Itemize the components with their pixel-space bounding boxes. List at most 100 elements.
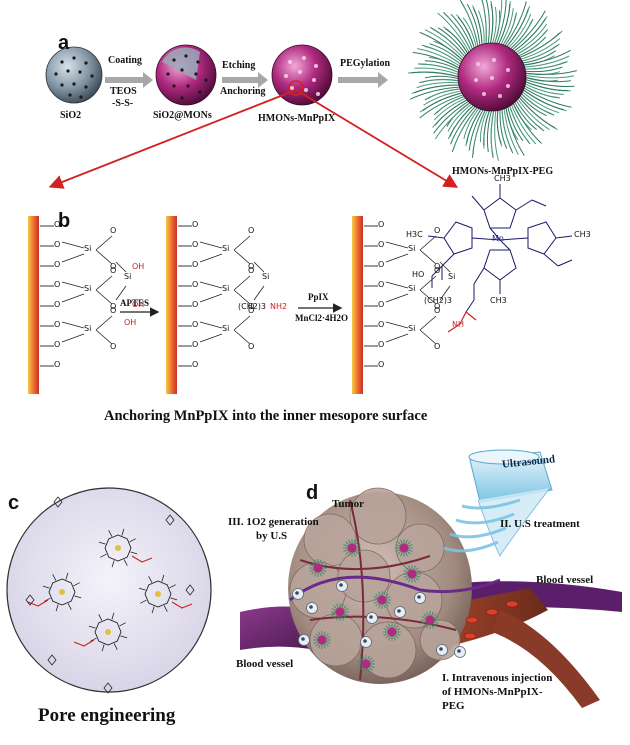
chem-label-o: O bbox=[192, 360, 199, 369]
wall-anchor bbox=[25, 594, 35, 606]
zoom-arrow-right bbox=[295, 89, 459, 188]
panel-b-caption: Anchoring MnPpIX into the inner mesopore… bbox=[104, 408, 428, 424]
chem-label-oh: OH bbox=[132, 300, 145, 309]
step-i-line2: of HMONs-MnPpIX- bbox=[442, 686, 543, 698]
chem-label-o: O bbox=[248, 226, 255, 235]
red-blood-cell bbox=[463, 632, 477, 640]
chem-label-o: O bbox=[248, 262, 255, 271]
chem-label-o: O bbox=[378, 320, 385, 329]
chem-label-o: O bbox=[192, 280, 199, 289]
ultrasound-transducer bbox=[443, 449, 553, 557]
chem-label-o: O bbox=[378, 260, 385, 269]
peg-nanoparticle bbox=[373, 591, 391, 609]
reagent-ppix: PpIX bbox=[308, 292, 329, 302]
chem-label-o: O bbox=[434, 262, 441, 271]
chem-label-oh: OH bbox=[124, 318, 137, 327]
singlet-oxygen-bubble bbox=[336, 580, 348, 592]
mn-label: Mn bbox=[492, 234, 504, 243]
mnppix-porphyrin bbox=[427, 184, 573, 300]
sio2-mons-particle bbox=[155, 44, 217, 106]
chem-label-o: O bbox=[248, 302, 255, 311]
step1-line3: -S-S- bbox=[112, 98, 134, 109]
step-iii-line1: III. 1O2 generation bbox=[228, 516, 319, 528]
peg-nanoparticle bbox=[331, 603, 349, 621]
silica-networks bbox=[40, 225, 451, 367]
chain-label-2: (CH2)3 bbox=[424, 296, 453, 305]
chem-label-o: O bbox=[378, 220, 385, 229]
chem-label-o: O bbox=[434, 266, 441, 275]
chem-label-o: O bbox=[54, 260, 61, 269]
peg-nanoparticle bbox=[403, 565, 421, 583]
singlet-oxygen-bubble bbox=[306, 602, 318, 614]
porphyrin-unit bbox=[98, 528, 153, 568]
chem-label-o: O bbox=[54, 240, 61, 249]
chem-label-o: O bbox=[110, 226, 117, 235]
chem-label-si: Si bbox=[222, 284, 230, 293]
step-arrow-3 bbox=[338, 72, 388, 88]
step3-line1: PEGylation bbox=[340, 58, 391, 69]
step2-line2: Anchoring bbox=[220, 86, 266, 97]
sio2-particle bbox=[45, 46, 103, 104]
blood-vessel-right-label: Blood vessel bbox=[536, 574, 594, 586]
chem-label-si: Si bbox=[84, 244, 92, 253]
porphyrin-unit bbox=[73, 612, 128, 652]
singlet-oxygen-bubble bbox=[454, 646, 466, 658]
chem-label-o: O bbox=[248, 266, 255, 275]
reagent-mncl2: MnCl2·4H2O bbox=[295, 313, 349, 323]
nh2-label: NH2 bbox=[270, 302, 288, 311]
chem-label-o: O bbox=[434, 306, 441, 315]
amide-linker bbox=[431, 265, 477, 333]
singlet-oxygen-bubble bbox=[436, 644, 448, 656]
chem-label-si: Si bbox=[84, 284, 92, 293]
label-sio2-mons: SiO2@MONs bbox=[153, 110, 212, 121]
panel-a-letter: a bbox=[58, 32, 70, 54]
chem-label-si: Si bbox=[408, 324, 416, 333]
chem-label-si: Si bbox=[222, 244, 230, 253]
step-i-line1: I. Intravenous injection bbox=[442, 672, 553, 684]
chem-label-o: O bbox=[378, 360, 385, 369]
peg-nanoparticle bbox=[309, 559, 327, 577]
tumor-label: Tumor bbox=[332, 498, 364, 510]
reagent-aptes: APTES bbox=[120, 298, 150, 308]
peg-nanoparticle bbox=[421, 611, 439, 629]
chem-label-o: O bbox=[192, 220, 199, 229]
ch3-label-2: CH3 bbox=[574, 230, 591, 239]
step-arrow-2 bbox=[222, 72, 268, 88]
nh-label: NH bbox=[452, 320, 464, 329]
label-hmons-mnppix: HMONs-MnPpIX bbox=[258, 113, 336, 124]
step2-line1: Etching bbox=[222, 60, 256, 71]
pore-wall-1 bbox=[28, 216, 39, 394]
pore-cross-section bbox=[6, 487, 212, 693]
peg-nanoparticle bbox=[357, 655, 375, 673]
step-iii-line2: by U.S bbox=[256, 530, 288, 542]
peg-nanoparticle bbox=[343, 539, 361, 557]
singlet-oxygen-bubble bbox=[298, 634, 310, 646]
chem-label-si: Si bbox=[124, 272, 132, 281]
wall-anchor bbox=[53, 496, 63, 508]
chem-label-o: O bbox=[54, 220, 61, 229]
chem-label-o: O bbox=[192, 320, 199, 329]
hmons-mnppix-peg-particle bbox=[408, 0, 577, 161]
wall-anchor bbox=[185, 584, 195, 596]
chem-label-si: Si bbox=[222, 324, 230, 333]
chem-label-o: O bbox=[378, 340, 385, 349]
zoom-arrow-left bbox=[48, 89, 297, 189]
pore-wall-2 bbox=[166, 216, 177, 394]
chem-label-o: O bbox=[54, 280, 61, 289]
chem-label-o: O bbox=[54, 340, 61, 349]
chem-label-o: O bbox=[434, 302, 441, 311]
panel-a bbox=[45, 0, 577, 161]
chem-label-o: O bbox=[248, 306, 255, 315]
panel-d-letter: d bbox=[306, 482, 319, 504]
chem-label-o: O bbox=[110, 342, 117, 351]
wall-anchor bbox=[47, 654, 57, 666]
panel-c bbox=[6, 487, 212, 694]
chem-label-o: O bbox=[192, 240, 199, 249]
chem-label-o: O bbox=[434, 342, 441, 351]
peg-nanoparticle bbox=[313, 631, 331, 649]
chem-label-o: O bbox=[378, 240, 385, 249]
chem-label-o: O bbox=[110, 262, 117, 271]
chem-label-o: O bbox=[192, 340, 199, 349]
nanoparticles-in-tumor bbox=[292, 539, 519, 673]
